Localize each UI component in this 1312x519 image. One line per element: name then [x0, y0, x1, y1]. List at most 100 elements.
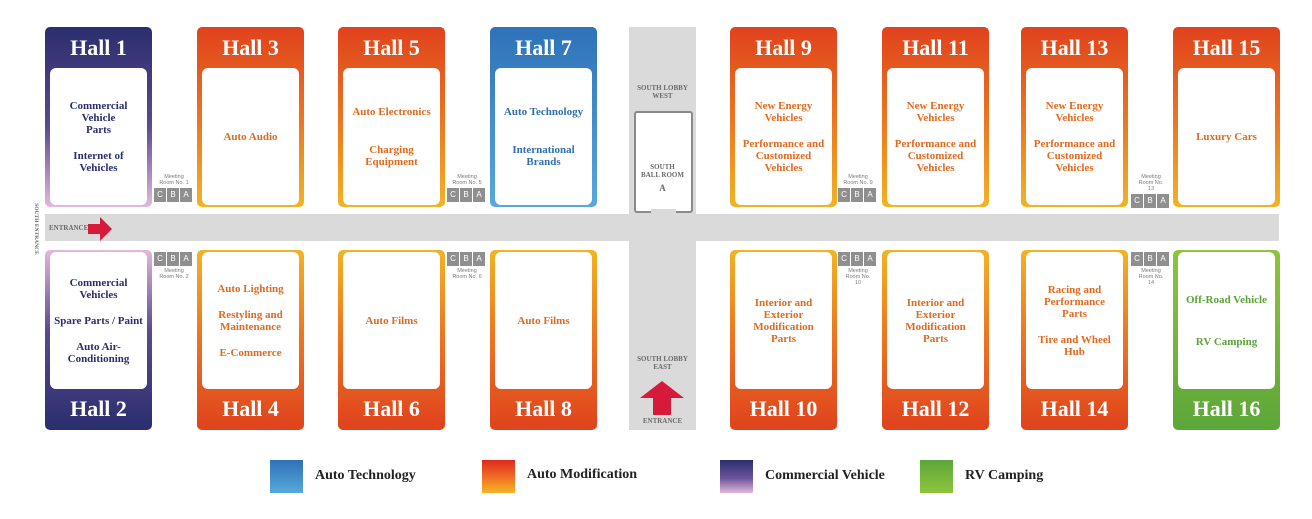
hall-16[interactable]: Hall 16 Off-Road Vehicle RV Camping: [1173, 250, 1280, 430]
room-b[interactable]: B: [460, 188, 472, 202]
room-c[interactable]: C: [154, 188, 166, 202]
meeting-room-label: Meeting Room No. 1: [159, 174, 189, 186]
room-b[interactable]: B: [851, 252, 863, 266]
room-b[interactable]: B: [851, 188, 863, 202]
hall-name: Hall 16: [1192, 396, 1261, 421]
hall-categories: Commercial Vehicle Parts Internet of Veh…: [50, 68, 147, 205]
category: New Energy Vehicles: [1045, 99, 1104, 124]
category: Auto Air-Conditioning: [67, 340, 130, 365]
room-c[interactable]: C: [838, 188, 850, 202]
category: Commercial Vehicle Parts: [69, 99, 128, 136]
south-lobby: [629, 27, 696, 430]
category: Charging Equipment: [365, 143, 418, 168]
hall-14[interactable]: Hall 14 Racing and Performance Parts Tir…: [1021, 250, 1128, 430]
meeting-room-label: Meeting Room No. 5: [452, 174, 482, 186]
category: Performance and Customized Vehicles: [1033, 137, 1116, 174]
hall-categories: Off-Road Vehicle RV Camping: [1178, 252, 1275, 389]
hall-4[interactable]: Hall 4 Auto Lighting Restyling and Maint…: [197, 250, 304, 430]
meeting-room-label: Meeting Room No. 6: [452, 268, 482, 280]
hall-categories: Auto Audio: [202, 68, 299, 205]
meeting-room-label: Meeting Room No. 13: [1138, 174, 1164, 192]
hall-name: Hall 11: [902, 35, 969, 60]
legend-label-commercial-vehicle: Commercial Vehicle: [765, 468, 885, 483]
legend-swatch-rv-camping: [920, 460, 953, 493]
hall-12[interactable]: Hall 12 Interior and Exterior Modificati…: [882, 250, 989, 430]
room-c[interactable]: C: [154, 252, 166, 266]
hall-categories: Auto Films: [343, 252, 440, 389]
hall-name: Hall 9: [755, 35, 812, 60]
hall-categories: Luxury Cars: [1178, 68, 1275, 205]
category: Tire and Wheel Hub: [1038, 333, 1111, 358]
category: Auto Lighting: [217, 282, 284, 295]
hall-name: Hall 15: [1192, 35, 1261, 60]
category: Performance and Customized Vehicles: [894, 137, 977, 174]
hall-categories: New Energy Vehicles Performance and Cust…: [1026, 68, 1123, 205]
hall-15[interactable]: Hall 15 Luxury Cars: [1173, 27, 1280, 207]
room-c[interactable]: C: [1131, 194, 1143, 208]
lobby-entrance-arrow-icon: [640, 381, 684, 415]
room-b[interactable]: B: [167, 188, 179, 202]
category: New Energy Vehicles: [906, 99, 965, 124]
category: Interior and Exterior Modification Parts: [905, 296, 966, 345]
hall-name: Hall 13: [1040, 35, 1109, 60]
category: Internet of Vehicles: [73, 149, 124, 174]
hall-6[interactable]: Hall 6 Auto Films: [338, 250, 445, 430]
room-b[interactable]: B: [460, 252, 472, 266]
hall-categories: New Energy Vehicles Performance and Cust…: [887, 68, 984, 205]
entrance-label: ENTRANCE: [49, 224, 89, 232]
room-a[interactable]: A: [473, 252, 485, 266]
room-a[interactable]: A: [180, 188, 192, 202]
hall-name: Hall 7: [515, 35, 572, 60]
category: RV Camping: [1195, 335, 1258, 348]
room-a[interactable]: A: [1157, 252, 1169, 266]
entrance-arrow-icon: [88, 217, 112, 241]
hall-2[interactable]: Hall 2 Commercial Vehicles Spare Parts /…: [45, 250, 152, 430]
category: Restyling and Maintenance: [218, 308, 283, 333]
category: Performance and Customized Vehicles: [742, 137, 825, 174]
room-a[interactable]: A: [473, 188, 485, 202]
category: Interior and Exterior Modification Parts: [753, 296, 814, 345]
hall-3[interactable]: Hall 3 Auto Audio: [197, 27, 304, 207]
hall-categories: Auto Lighting Restyling and Maintenance …: [202, 252, 299, 389]
room-c[interactable]: C: [1131, 252, 1143, 266]
south-ballroom-letter: A: [659, 183, 666, 193]
hall-5[interactable]: Hall 5 Auto Electronics Charging Equipme…: [338, 27, 445, 207]
hall-8[interactable]: Hall 8 Auto Films: [490, 250, 597, 430]
hall-name: Hall 8: [515, 396, 572, 421]
category: Off-Road Vehicle: [1186, 293, 1267, 306]
category: Auto Electronics: [352, 105, 431, 118]
room-a[interactable]: A: [864, 188, 876, 202]
hall-7[interactable]: Hall 7 Auto Technology International Bra…: [490, 27, 597, 207]
south-ballroom: [634, 111, 693, 213]
hall-1[interactable]: Hall 1 Commercial Vehicle Parts Internet…: [45, 27, 152, 207]
room-b[interactable]: B: [1144, 194, 1156, 208]
hall-name: Hall 12: [901, 396, 970, 421]
room-a[interactable]: A: [864, 252, 876, 266]
hall-11[interactable]: Hall 11 New Energy Vehicles Performance …: [882, 27, 989, 207]
hall-10[interactable]: Hall 10 Interior and Exterior Modificati…: [730, 250, 837, 430]
ballroom-door: [651, 209, 676, 213]
category: Racing and Performance Parts: [1043, 283, 1106, 320]
hall-13[interactable]: Hall 13 New Energy Vehicles Performance …: [1021, 27, 1128, 207]
meeting-room-label: Meeting Room No. 2: [159, 268, 189, 280]
room-a[interactable]: A: [1157, 194, 1169, 208]
meeting-room-label: Meeting Room No. 14: [1138, 268, 1164, 286]
room-b[interactable]: B: [167, 252, 179, 266]
room-a[interactable]: A: [180, 252, 192, 266]
meeting-room-label: Meeting Room No. 9: [843, 174, 873, 186]
room-c[interactable]: C: [447, 252, 459, 266]
hall-9[interactable]: Hall 9 New Energy Vehicles Performance a…: [730, 27, 837, 207]
lobby-entrance-label: ENTRANCE: [642, 417, 683, 425]
room-c[interactable]: C: [447, 188, 459, 202]
hall-name: Hall 10: [749, 396, 818, 421]
room-b[interactable]: B: [1144, 252, 1156, 266]
room-c[interactable]: C: [838, 252, 850, 266]
